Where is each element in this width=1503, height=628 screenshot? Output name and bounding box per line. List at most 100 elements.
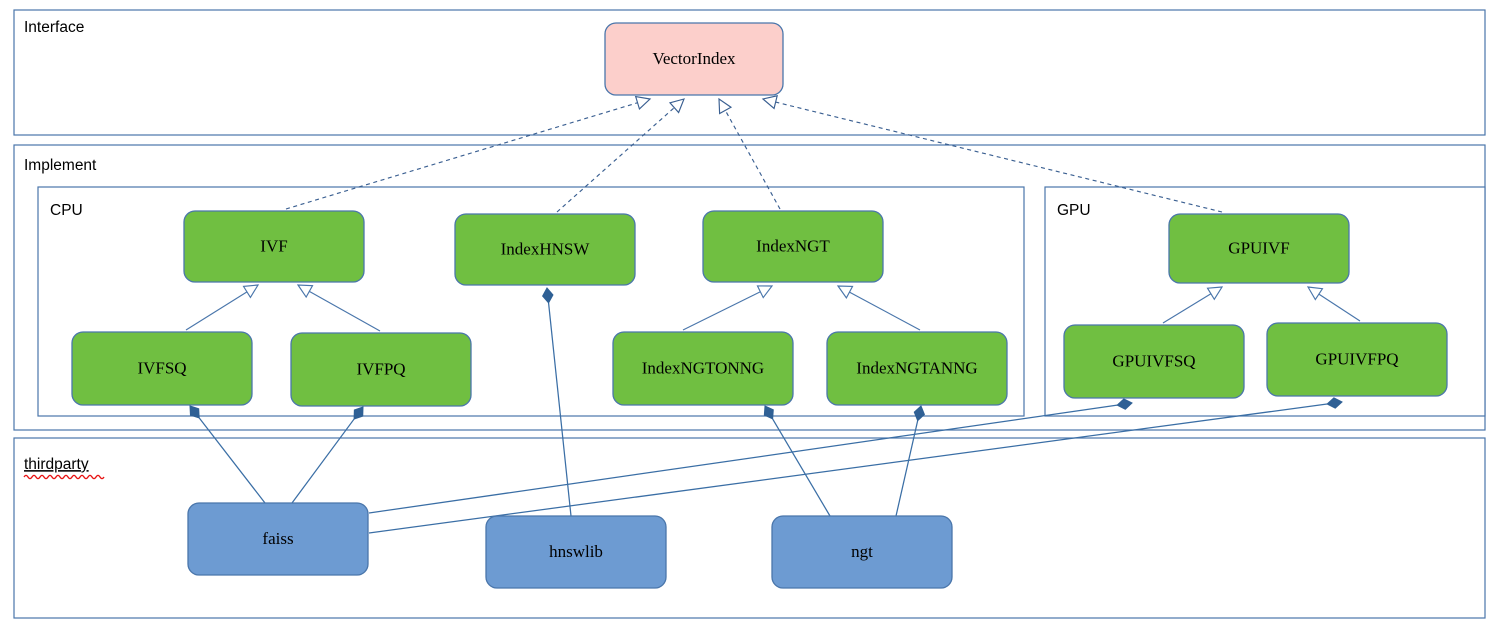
node-indexngtanng[interactable]: IndexNGTANNG xyxy=(826,331,1008,406)
node-box-ivfpq[interactable] xyxy=(290,332,472,407)
node-label-ivf: IVF xyxy=(260,236,287,255)
edge-gpuivf-vectorindex xyxy=(761,95,1223,213)
node-box-vectorindex[interactable] xyxy=(604,22,784,96)
node-label-ivfpq: IVFPQ xyxy=(356,359,405,378)
node-box-indexhnsw[interactable] xyxy=(454,213,636,286)
node-label-hnswlib: hnswlib xyxy=(549,542,603,561)
node-box-indexngtanng[interactable] xyxy=(826,331,1008,406)
container-label-cpu: CPU xyxy=(50,202,83,219)
edge-line-gpuivfsq-gpuivf xyxy=(1162,293,1212,324)
node-label-gpuivf: GPUIVF xyxy=(1228,238,1289,257)
edge-line-ivfpq-ivf xyxy=(309,290,381,332)
edge-faiss-ivfsq xyxy=(189,405,266,504)
edge-gpuivfpq-gpuivf xyxy=(1306,286,1361,322)
spellcheck-squiggle-thirdparty xyxy=(23,474,105,480)
edge-line-faiss-gpuivfpq xyxy=(368,403,1328,534)
edges-layer xyxy=(185,95,1361,534)
composition-diamond-faiss-ivfsq xyxy=(189,405,200,419)
node-label-faiss: faiss xyxy=(262,529,293,548)
node-label-indexngtonng: IndexNGTONNG xyxy=(642,358,764,377)
node-ivfpq[interactable]: IVFPQ xyxy=(290,332,472,407)
container-label-thirdparty: thirdparty xyxy=(24,456,89,473)
node-ivf[interactable]: IVF xyxy=(183,210,365,283)
inheritance-arrowhead-gpuivfsq-gpuivf xyxy=(1206,286,1224,301)
container-label-gpu: GPU xyxy=(1057,202,1091,219)
node-box-gpuivfsq[interactable] xyxy=(1063,324,1245,399)
edge-indexngtanng-indexngt xyxy=(836,285,921,331)
node-box-ngt[interactable] xyxy=(771,515,953,589)
realization-arrowhead-gpuivf-vectorindex xyxy=(761,95,778,110)
container-label-implement: Implement xyxy=(24,157,97,174)
node-gpuivf[interactable]: GPUIVF xyxy=(1168,213,1350,284)
edge-line-ivf-vectorindex xyxy=(285,102,638,210)
node-label-vectorindex: VectorIndex xyxy=(652,49,736,68)
edge-indexhnsw-vectorindex xyxy=(556,98,685,213)
edge-ivf-vectorindex xyxy=(285,95,652,210)
edge-line-ngt-indexngtanng xyxy=(895,420,919,517)
edge-faiss-ivfpq xyxy=(291,406,364,504)
edge-line-gpuivfpq-gpuivf xyxy=(1318,293,1361,322)
node-gpuivfsq[interactable]: GPUIVFSQ xyxy=(1063,324,1245,399)
node-box-ivf[interactable] xyxy=(183,210,365,283)
edge-line-indexngt-vectorindex xyxy=(724,110,781,210)
composition-diamond-faiss-gpuivfpq xyxy=(1326,397,1343,409)
node-indexngtonng[interactable]: IndexNGTONNG xyxy=(612,331,794,406)
node-box-faiss[interactable] xyxy=(187,502,369,576)
node-box-indexngtonng[interactable] xyxy=(612,331,794,406)
edge-ngt-indexngtanng xyxy=(895,405,926,517)
inheritance-arrowhead-indexngtonng-indexngt xyxy=(756,285,774,299)
edge-line-faiss-gpuivfsq xyxy=(368,404,1118,514)
composition-diamond-ngt-indexngtonng xyxy=(763,405,774,420)
edge-line-indexhnsw-vectorindex xyxy=(556,107,675,213)
node-faiss[interactable]: faiss xyxy=(187,502,369,576)
realization-arrowhead-ivf-vectorindex xyxy=(634,95,652,111)
node-label-indexhnsw: IndexHNSW xyxy=(501,239,591,258)
node-hnswlib[interactable]: hnswlib xyxy=(485,515,667,589)
edge-ngt-indexngtonng xyxy=(763,405,831,517)
inheritance-arrowhead-ivfsq-ivf xyxy=(242,284,260,299)
node-box-ivfsq[interactable] xyxy=(71,331,253,406)
edge-line-gpuivf-vectorindex xyxy=(775,101,1223,213)
inheritance-arrowhead-ivfpq-ivf xyxy=(296,284,314,299)
node-label-ivfsq: IVFSQ xyxy=(137,358,186,377)
edge-line-ivfsq-ivf xyxy=(185,291,248,331)
inheritance-arrowhead-gpuivfpq-gpuivf xyxy=(1306,286,1324,301)
composition-diamond-hnswlib-indexhnsw xyxy=(542,287,554,304)
edge-line-faiss-ivfpq xyxy=(291,418,355,504)
node-box-gpuivf[interactable] xyxy=(1168,213,1350,284)
node-label-gpuivfpq: GPUIVFPQ xyxy=(1315,349,1398,368)
edge-faiss-gpuivfpq xyxy=(368,397,1343,534)
edge-line-faiss-ivfsq xyxy=(198,417,266,504)
node-box-indexngt[interactable] xyxy=(702,210,884,283)
edge-hnswlib-indexhnsw xyxy=(542,287,572,517)
node-ivfsq[interactable]: IVFSQ xyxy=(71,331,253,406)
node-label-ngt: ngt xyxy=(851,542,873,561)
composition-diamond-faiss-gpuivfsq xyxy=(1116,398,1133,410)
node-box-gpuivfpq[interactable] xyxy=(1266,322,1448,397)
edge-line-ngt-indexngtonng xyxy=(772,418,831,517)
edge-gpuivfsq-gpuivf xyxy=(1162,286,1224,324)
realization-arrowhead-indexhnsw-vectorindex xyxy=(668,98,685,114)
edge-indexngt-vectorindex xyxy=(718,97,781,210)
node-ngt[interactable]: ngt xyxy=(771,515,953,589)
edge-indexngtonng-indexngt xyxy=(682,285,774,331)
node-gpuivfpq[interactable]: GPUIVFPQ xyxy=(1266,322,1448,397)
edge-line-indexngtonng-indexngt xyxy=(682,291,761,331)
node-label-indexngtanng: IndexNGTANNG xyxy=(856,358,977,377)
node-vectorindex[interactable]: VectorIndex xyxy=(604,22,784,96)
edge-line-hnswlib-indexhnsw xyxy=(547,302,572,517)
container-label-interface: Interface xyxy=(24,19,84,36)
node-label-indexngt: IndexNGT xyxy=(756,236,830,255)
composition-diamond-ngt-indexngtanng xyxy=(913,405,926,422)
node-box-hnswlib[interactable] xyxy=(485,515,667,589)
inheritance-arrowhead-indexngtanng-indexngt xyxy=(836,285,854,299)
composition-diamond-faiss-ivfpq xyxy=(353,406,364,420)
node-indexhnsw[interactable]: IndexHNSW xyxy=(454,213,636,286)
node-indexngt[interactable]: IndexNGT xyxy=(702,210,884,283)
edge-faiss-gpuivfsq xyxy=(368,398,1133,514)
edge-ivfpq-ivf xyxy=(296,284,381,332)
node-label-gpuivfsq: GPUIVFSQ xyxy=(1112,351,1195,370)
